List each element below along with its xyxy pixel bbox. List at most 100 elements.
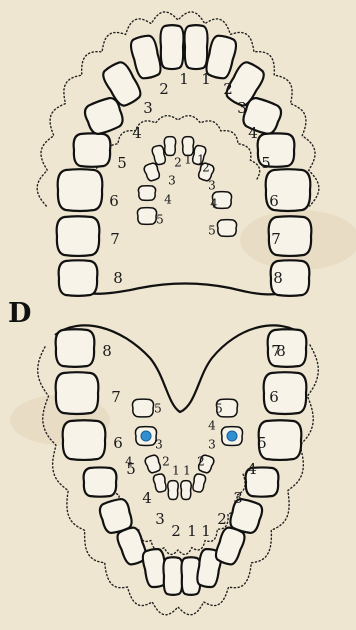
tooth-number-u-l1: 1 (201, 70, 211, 88)
tooth-number-ld-r2: 2 (162, 455, 170, 469)
tooth-ld-l4 (221, 427, 242, 446)
tooth-outline (59, 260, 98, 296)
tooth-number-u-l4: 4 (248, 124, 258, 142)
tooth-outline (168, 481, 178, 500)
tooth-outline (217, 220, 236, 237)
tooth-outline (132, 399, 153, 417)
tooth-number-l-r4: 4 (142, 489, 152, 507)
tooth-outline (129, 34, 163, 81)
marked-tooth-dot (141, 431, 151, 441)
tooth-number-l-r7: 7 (111, 388, 121, 406)
tooth-outline (137, 208, 156, 225)
tooth-ld-r5 (132, 399, 153, 417)
tooth-ld-r1 (168, 481, 178, 500)
tooth-outline (144, 454, 162, 474)
tooth-outline (57, 216, 100, 256)
tooth-outline (74, 133, 111, 166)
tooth-outline (63, 420, 106, 460)
tooth-l-r7 (56, 372, 99, 414)
tooth-number-l-l8: 8 (276, 342, 286, 360)
tooth-ld-l1 (181, 481, 191, 500)
tooth-outline (84, 467, 117, 496)
tooth-number-ld-l4: 4 (208, 419, 216, 433)
tooth-number-ud-l3: 3 (208, 179, 216, 193)
tooth-number-l-l6: 6 (269, 388, 279, 406)
tooth-l-r8 (56, 329, 95, 367)
tooth-number-u-r1: 1 (179, 70, 189, 88)
tooth-l-r6 (63, 420, 106, 460)
tooth-u-r8 (59, 260, 98, 296)
tooth-ld-l2 (192, 473, 207, 493)
tooth-number-l-l2: 2 (217, 510, 227, 528)
tooth-outline (184, 25, 207, 69)
tooth-number-ud-r4: 4 (164, 193, 172, 207)
tooth-number-u-r7: 7 (110, 230, 120, 248)
tooth-number-l-l1: 1 (201, 522, 211, 540)
tooth-number-ld-r1: 1 (172, 464, 180, 478)
tooth-u-l1 (184, 25, 207, 69)
tooth-number-ud-r3: 3 (168, 174, 176, 188)
tooth-number-u-l2: 2 (223, 80, 233, 98)
tooth-l-r5 (84, 467, 117, 496)
tooth-outline (138, 186, 155, 201)
tooth-number-ud-l4: 4 (210, 197, 218, 211)
tooth-u-r1 (160, 25, 183, 69)
tooth-number-ld-l2: 2 (197, 455, 205, 469)
tooth-number-u-l3: 3 (237, 99, 247, 117)
tooth-l-r1 (163, 557, 182, 595)
tooth-number-l-r2: 2 (171, 522, 181, 540)
tooth-number-ud-r5: 5 (156, 213, 164, 227)
tooth-outline (58, 169, 103, 211)
tooth-number-ld-l1: 1 (183, 464, 191, 478)
tooth-number-l-l3: 3 (233, 489, 243, 507)
tooth-number-u-l5: 5 (261, 154, 271, 172)
tooth-outline (163, 557, 182, 595)
tooth-ud-l5 (217, 220, 236, 237)
tooth-number-u-l8: 8 (273, 269, 283, 287)
tooth-outline (181, 481, 191, 500)
tooth-outline (192, 473, 207, 493)
tooth-number-l-r3: 3 (155, 510, 165, 528)
tooth-outline (153, 473, 168, 493)
side-letter: D (8, 298, 31, 329)
tooth-outline (56, 372, 99, 414)
tooth-number-ld-r4: 4 (125, 455, 133, 469)
tooth-number-u-l6: 6 (269, 192, 279, 210)
tooth-number-l-r6: 6 (113, 434, 123, 452)
tooth-ud-r1 (164, 137, 175, 156)
tooth-outline (164, 137, 175, 156)
tooth-number-u-r5: 5 (117, 154, 127, 172)
tooth-number-u-r2: 2 (159, 80, 169, 98)
tooth-ud-r5 (137, 208, 156, 225)
tooth-number-u-r4: 4 (132, 124, 142, 142)
tooth-number-ld-l5: 5 (215, 402, 223, 416)
tooth-ld-r2 (153, 473, 168, 493)
tooth-number-l-l4: 4 (247, 460, 257, 478)
tooth-outline (56, 329, 95, 367)
tooth-u-r2 (129, 34, 163, 81)
tooth-outline (160, 25, 183, 69)
tooth-u-r6 (58, 169, 103, 211)
teeth (56, 25, 312, 595)
tooth-number-ud-l5: 5 (208, 224, 216, 238)
tooth-number-l-r8: 8 (102, 342, 112, 360)
marked-tooth-dot (227, 431, 237, 441)
tooth-number-ld-r3: 3 (155, 438, 163, 452)
tooth-number-u-r6: 6 (109, 192, 119, 210)
tooth-number-ud-r2: 2 (174, 156, 182, 170)
tooth-number-ld-l3: 3 (208, 438, 216, 452)
tooth-ld-r4 (135, 427, 156, 446)
tooth-ud-r4 (138, 186, 155, 201)
tooth-number-ld-r5: 5 (154, 402, 162, 416)
tooth-u-r5 (74, 133, 111, 166)
tooth-number-u-r3: 3 (143, 99, 153, 117)
tooth-ld-r3 (144, 454, 162, 474)
tooth-number-u-l7: 7 (271, 230, 281, 248)
tooth-number-u-r8: 8 (113, 269, 123, 287)
tooth-number-ud-l2: 2 (202, 161, 210, 175)
tooth-number-l-r1: 1 (187, 522, 197, 540)
tooth-number-ud-r1: 1 (184, 153, 192, 167)
tooth-u-r7 (57, 216, 100, 256)
